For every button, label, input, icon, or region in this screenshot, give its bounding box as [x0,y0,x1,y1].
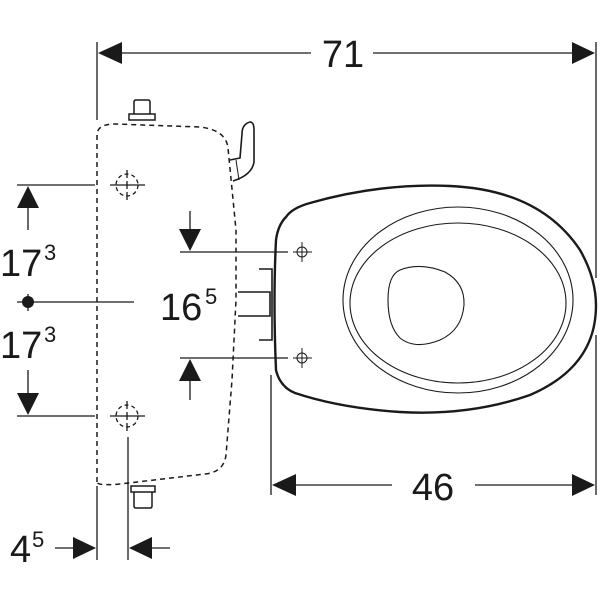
dimension-overall-length: 71 [96,34,597,278]
arrow-left-icon [272,474,296,496]
arrow-right-icon [73,537,96,559]
arrow-down-icon [179,229,201,251]
dimension-label-17-3-upper-superscript: 3 [44,240,56,265]
flush-lever [229,121,255,182]
dimension-label-17-3-lower-superscript: 3 [44,322,56,347]
dimension-hinge-spacing: 16 5 [160,211,288,400]
dimension-wall-offset: 4 5 [10,437,170,571]
dimension-label-16-5-superscript: 5 [205,284,217,309]
dimension-label-17-3-upper: 17 [0,243,42,285]
arrow-left-icon [129,537,152,559]
dimension-label-71: 71 [322,34,364,76]
dimension-label-16-5: 16 [160,287,202,329]
seat-outline-inner [349,222,567,384]
toilet-bowl [238,184,598,414]
arrow-down-icon [17,393,39,415]
arrow-right-icon [572,42,595,64]
hinge-hole-upper-icon [293,242,312,262]
top-connector [128,99,156,121]
arrow-right-icon [572,474,595,496]
dimension-label-17-3-lower: 17 [0,325,42,367]
cistern [96,99,255,509]
bottom-connector [130,485,156,509]
dimension-label-46: 46 [412,467,454,509]
seat-outline-outer [342,206,574,394]
bowl-rim-outer [273,184,598,414]
arrow-up-icon [17,186,39,208]
fixing-point-lower-icon [110,401,145,431]
hinge-hole-lower-icon [293,348,312,368]
dimension-label-4-5: 4 [10,529,31,571]
dimension-fixing-vertical: 17 3 17 3 [0,184,134,417]
arrow-left-icon [98,42,122,64]
bowl-outlet [387,265,465,346]
seat-hinge [238,268,273,341]
fixing-point-upper-icon [110,170,145,200]
cistern-outline [96,123,237,486]
arrow-up-icon [179,359,201,381]
dimension-label-4-5-superscript: 5 [32,527,44,552]
dimension-bowl-length: 46 [270,335,597,509]
